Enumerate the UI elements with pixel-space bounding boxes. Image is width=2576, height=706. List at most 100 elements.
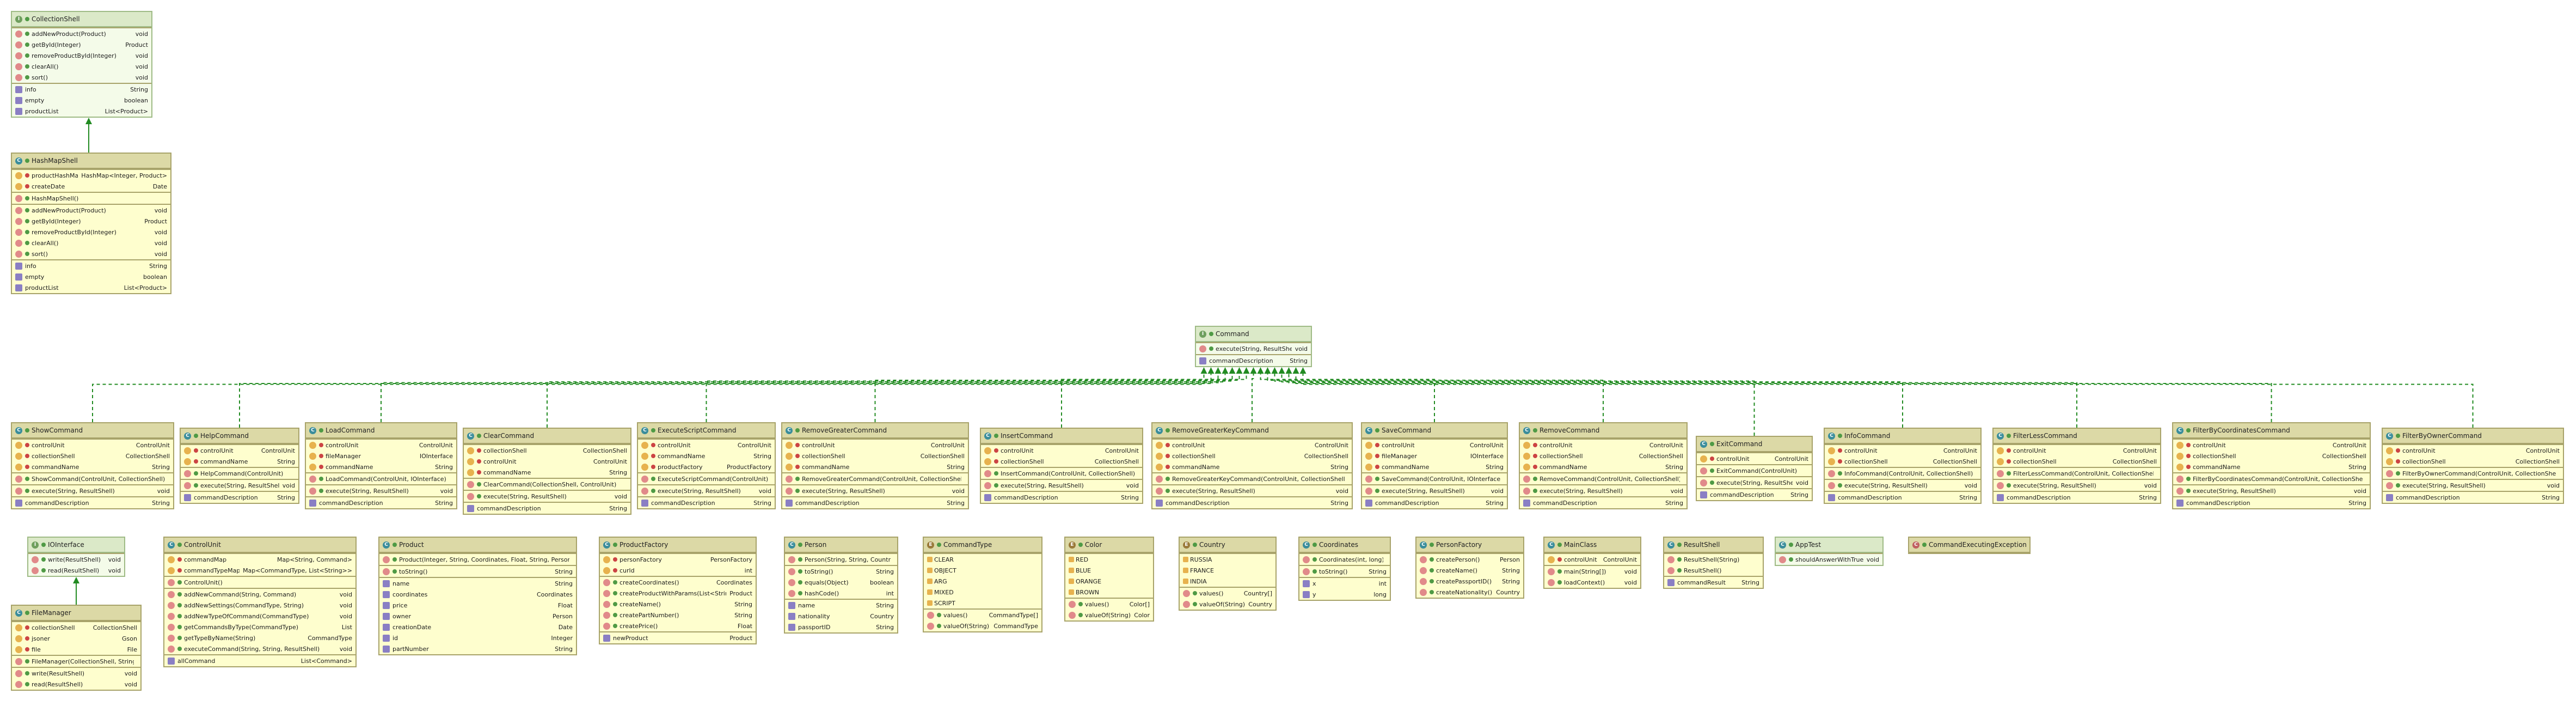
member-row[interactable]: removeProductById(Integer)void xyxy=(12,227,170,238)
member-row[interactable]: toString()String xyxy=(1299,566,1390,577)
member-row[interactable]: RemoveCommand(ControlUnit, CollectionShe… xyxy=(1520,473,1686,484)
member-row[interactable]: execute(String, ResultShell)void xyxy=(12,485,173,496)
member-row[interactable]: addNewTypeOfCommand(CommandType)void xyxy=(164,611,355,622)
member-row[interactable]: toString()String xyxy=(785,566,897,577)
member-row[interactable]: addNewProduct(Product)void xyxy=(12,205,170,216)
member-row[interactable]: loadContext()void xyxy=(1544,577,1640,588)
member-row[interactable]: execute(String, ResultShell)void xyxy=(464,491,630,502)
member-row[interactable]: SCRIPT xyxy=(924,598,1041,608)
member-row[interactable]: createName()String xyxy=(600,599,756,610)
member-row[interactable]: getTypeByName(String)CommandType xyxy=(164,632,355,643)
member-row[interactable]: values()Color[] xyxy=(1065,599,1153,610)
member-row[interactable]: Product(Integer, String, Coordinates, Fl… xyxy=(379,554,576,565)
member-row[interactable]: getById(Integer)Product xyxy=(12,39,151,50)
member-row[interactable]: execute(String, ResultShell)void xyxy=(181,480,298,491)
member-row[interactable]: Coordinates(int, long) xyxy=(1299,554,1390,565)
member-row[interactable]: shouldAnswerWithTrue()void xyxy=(1776,554,1882,565)
member-row[interactable]: createName()String xyxy=(1416,565,1523,576)
member-row[interactable]: LoadCommand(ControlUnit, IOInterface) xyxy=(306,473,456,484)
member-row[interactable]: execute(String, ResultShell)void xyxy=(1362,485,1507,496)
member-row[interactable]: execute(String, ResultShell)void xyxy=(1520,485,1686,496)
member-row[interactable]: BLUE xyxy=(1065,565,1153,576)
member-row[interactable]: read(ResultShell)void xyxy=(12,679,140,690)
member-row[interactable]: ExecuteScriptCommand(ControlUnit) xyxy=(638,473,775,484)
member-row[interactable]: ExitCommand(ControlUnit) xyxy=(1697,465,1812,476)
member-row[interactable]: Person(String, String, Country) xyxy=(785,554,897,565)
member-row[interactable]: execute(String, ResultShell)void xyxy=(981,480,1142,491)
member-row[interactable]: HelpCommand(ControlUnit) xyxy=(181,468,298,479)
member-row[interactable]: createPassportID()String xyxy=(1416,576,1523,587)
member-row[interactable]: createProductWithParams(List<String>)Pro… xyxy=(600,588,756,599)
member-row[interactable]: addNewCommand(String, Command)void xyxy=(164,589,355,600)
member-row[interactable]: createCoordinates()Coordinates xyxy=(600,577,756,588)
member-row[interactable]: InfoCommand(ControlUnit, CollectionShell… xyxy=(1825,468,1980,479)
member-row[interactable]: read(ResultShell)void xyxy=(28,565,124,576)
member-row[interactable]: values()CommandType[] xyxy=(924,610,1041,620)
member-row[interactable]: execute(String, ResultShell)void xyxy=(1825,480,1980,491)
member-row[interactable]: RED xyxy=(1065,554,1153,565)
member-row[interactable]: execute(String, ResultShell)void xyxy=(638,485,775,496)
member-row[interactable]: CLEAR xyxy=(924,554,1041,565)
